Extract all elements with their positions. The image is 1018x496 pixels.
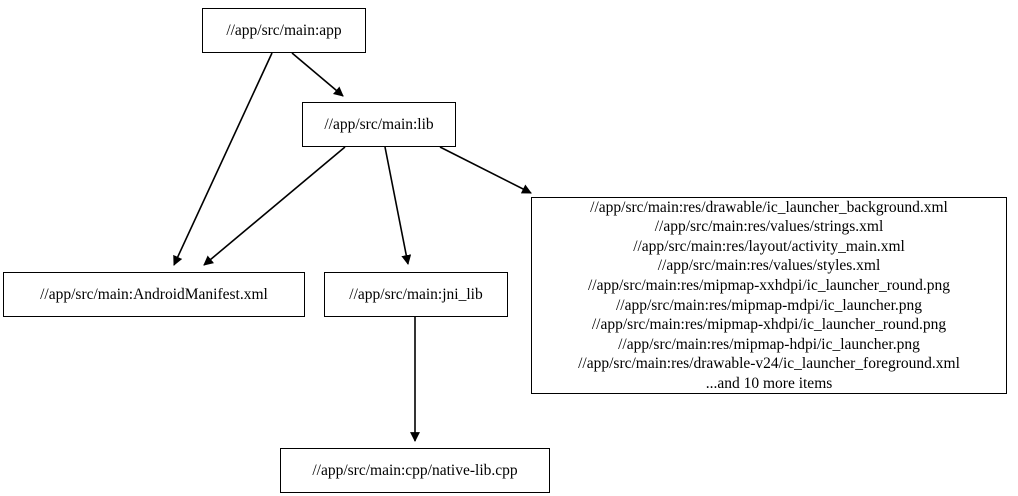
- edge-lib-to-res-group: [439, 146, 532, 194]
- edge-lib-to-jni-lib: [384, 146, 412, 265]
- node-lib[interactable]: //app/src/main:lib: [302, 102, 456, 147]
- node-res-group-label: //app/src/main:res/drawable/ic_launcher_…: [578, 198, 960, 392]
- node-app[interactable]: //app/src/main:app: [202, 8, 366, 53]
- node-jni-lib[interactable]: //app/src/main:jni_lib: [324, 272, 508, 317]
- node-android-manifest-label: //app/src/main:AndroidManifest.xml: [40, 285, 268, 303]
- edge-lib-to-manifest: [203, 146, 346, 266]
- node-app-label: //app/src/main:app: [226, 21, 342, 39]
- node-res-group[interactable]: //app/src/main:res/drawable/ic_launcher_…: [531, 197, 1007, 394]
- node-lib-label: //app/src/main:lib: [324, 115, 434, 133]
- node-native-lib-cpp-label: //app/src/main:cpp/native-lib.cpp: [312, 461, 518, 479]
- node-android-manifest[interactable]: //app/src/main:AndroidManifest.xml: [3, 272, 305, 317]
- node-native-lib-cpp[interactable]: //app/src/main:cpp/native-lib.cpp: [280, 448, 550, 493]
- edge-app-to-manifest: [173, 52, 273, 266]
- edge-app-to-lib: [291, 52, 344, 97]
- node-jni-lib-label: //app/src/main:jni_lib: [349, 285, 483, 303]
